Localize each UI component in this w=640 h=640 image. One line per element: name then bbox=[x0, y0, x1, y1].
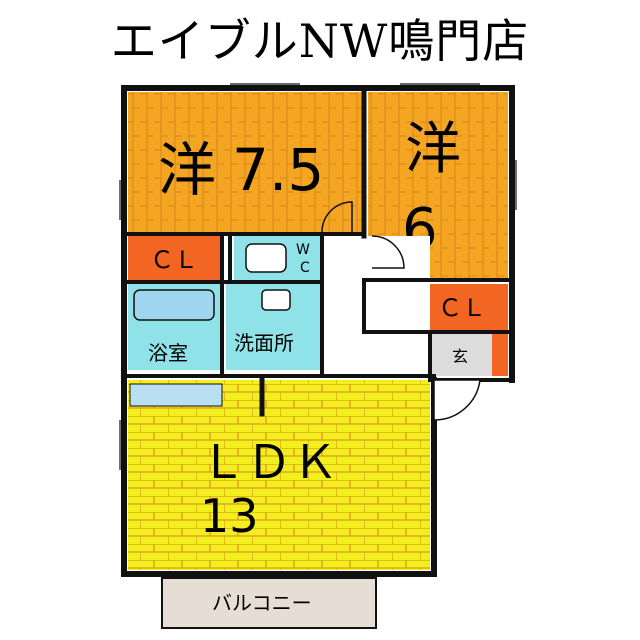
washroom-label: 洗面所 bbox=[234, 331, 294, 355]
room-western-7-5-size: 7.5 bbox=[232, 136, 324, 204]
page-title: エイブルNW鳴門店 bbox=[110, 14, 530, 68]
kitchen-counter bbox=[129, 383, 223, 407]
bathroom-label: 浴室 bbox=[148, 341, 188, 365]
toilet-room: W C bbox=[234, 236, 322, 280]
windows bbox=[119, 83, 517, 470]
balcony: バルコニー bbox=[161, 577, 377, 629]
room-western-7-5-label: 洋 bbox=[158, 136, 216, 204]
closet-a-label: ＣＬ bbox=[150, 246, 198, 274]
room-western-7-5: 洋 7.5 bbox=[128, 92, 364, 232]
closet-a: ＣＬ bbox=[128, 236, 220, 280]
toilet-icon bbox=[245, 243, 287, 273]
hallway bbox=[322, 236, 430, 376]
room-ldk: ＬＤＫ 13 bbox=[128, 380, 430, 570]
closet-b: ＣＬ bbox=[418, 284, 508, 330]
walls bbox=[121, 85, 515, 577]
balcony-label: バルコニー bbox=[212, 591, 312, 615]
bathroom: 浴室 bbox=[128, 284, 220, 370]
bathtub-icon bbox=[133, 289, 215, 321]
room-western-6-label: 洋 bbox=[405, 117, 461, 182]
entrance-label: 玄 bbox=[452, 347, 468, 366]
washroom: 洗面所 bbox=[226, 284, 320, 370]
washbasin-icon bbox=[261, 289, 291, 311]
entrance: 玄 bbox=[430, 334, 508, 376]
ldk-size: 13 bbox=[200, 489, 259, 543]
wc-label-bottom: C bbox=[300, 260, 310, 276]
door-swings bbox=[321, 201, 481, 421]
closet-b-label: ＣＬ bbox=[438, 294, 486, 322]
wc-label-top: W bbox=[296, 242, 310, 258]
ldk-label: ＬＤＫ bbox=[200, 435, 338, 489]
